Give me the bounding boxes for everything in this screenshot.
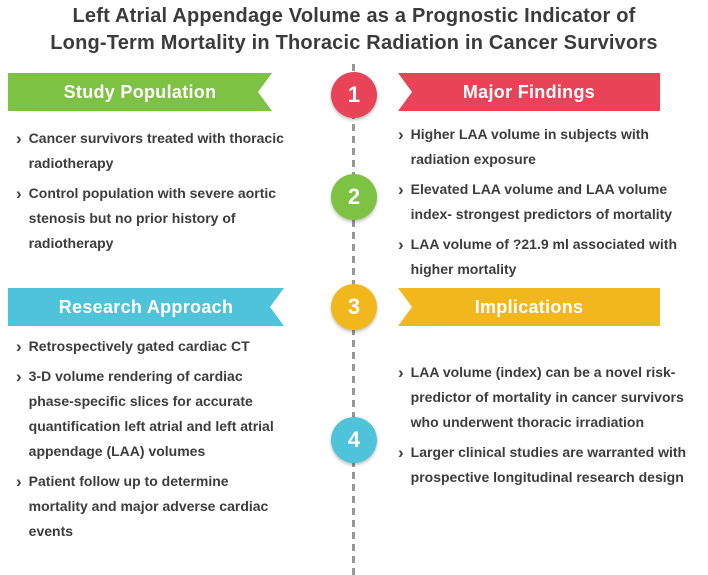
- banner-research-approach: Research Approach: [8, 288, 284, 326]
- step-number: 1: [347, 82, 361, 107]
- list-item-text: Cancer survivors treated with thoracic r…: [28, 130, 284, 171]
- banner-major-findings: Major Findings: [398, 73, 660, 111]
- page-title: Left Atrial Appendage Volume as a Progno…: [0, 3, 708, 57]
- step-circle-4: 4: [331, 417, 377, 463]
- study-population-list: › Cancer survivors treated with thoracic…: [16, 126, 284, 261]
- step-number: 2: [347, 184, 361, 209]
- list-item: › Elevated LAA volume and LAA volume ind…: [398, 177, 698, 227]
- list-item: › Control population with severe aortic …: [16, 181, 284, 256]
- list-item-text: Elevated LAA volume and LAA volume index…: [410, 181, 673, 222]
- chevron-bullet-icon: ›: [16, 129, 22, 148]
- title-line-1: Left Atrial Appendage Volume as a Progno…: [72, 5, 636, 27]
- banner-label: Major Findings: [462, 81, 596, 102]
- list-item-text: Larger clinical studies are warranted wi…: [410, 444, 687, 485]
- research-approach-list: › Retrospectively gated cardiac CT › 3-D…: [16, 334, 284, 549]
- list-item: › LAA volume (index) can be a novel risk…: [398, 360, 698, 435]
- chevron-bullet-icon: ›: [398, 363, 404, 382]
- list-item-text: Retrospectively gated cardiac CT: [28, 338, 250, 354]
- step-number: 3: [347, 294, 361, 319]
- list-item-text: LAA volume (index) can be a novel risk-p…: [410, 364, 684, 430]
- list-item: › Retrospectively gated cardiac CT: [16, 334, 284, 359]
- chevron-bullet-icon: ›: [398, 235, 404, 254]
- banner-study-population: Study Population: [8, 73, 272, 111]
- step-circle-3: 3: [331, 284, 377, 330]
- step-circle-1: 1: [331, 72, 377, 118]
- banner-label: Study Population: [63, 81, 217, 102]
- chevron-bullet-icon: ›: [398, 443, 404, 462]
- title-line-2: Long-Term Mortality in Thoracic Radiatio…: [50, 32, 658, 54]
- list-item-text: 3-D volume rendering of cardiac phase-sp…: [28, 368, 274, 459]
- chevron-bullet-icon: ›: [398, 180, 404, 199]
- list-item-text: Higher LAA volume in subjects with radia…: [410, 126, 649, 167]
- list-item-text: Patient follow up to determine mortality…: [28, 473, 269, 539]
- list-item: › Patient follow up to determine mortali…: [16, 469, 284, 544]
- chevron-bullet-icon: ›: [16, 367, 22, 386]
- chevron-bullet-icon: ›: [16, 184, 22, 203]
- implications-list: › LAA volume (index) can be a novel risk…: [398, 360, 698, 495]
- banner-label: Implications: [474, 296, 584, 317]
- list-item-text: LAA volume of ?21.9 ml associated with h…: [410, 236, 677, 277]
- banner-implications: Implications: [398, 288, 660, 326]
- list-item: › 3-D volume rendering of cardiac phase-…: [16, 364, 284, 464]
- chevron-bullet-icon: ›: [398, 125, 404, 144]
- step-number: 4: [347, 427, 361, 452]
- chevron-bullet-icon: ›: [16, 337, 22, 356]
- list-item-text: Control population with severe aortic st…: [28, 185, 277, 251]
- banner-label: Research Approach: [58, 296, 234, 317]
- list-item: › LAA volume of ?21.9 ml associated with…: [398, 232, 698, 282]
- list-item: › Larger clinical studies are warranted …: [398, 440, 698, 490]
- step-circle-2: 2: [331, 174, 377, 220]
- list-item: › Cancer survivors treated with thoracic…: [16, 126, 284, 176]
- major-findings-list: › Higher LAA volume in subjects with rad…: [398, 122, 698, 287]
- list-item: › Higher LAA volume in subjects with rad…: [398, 122, 698, 172]
- chevron-bullet-icon: ›: [16, 472, 22, 491]
